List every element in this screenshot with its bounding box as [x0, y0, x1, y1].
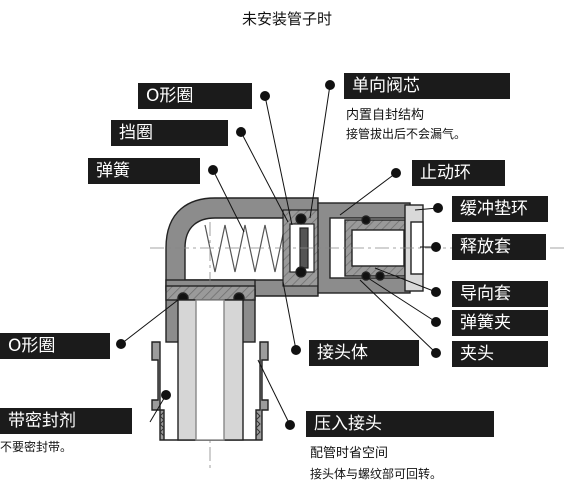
label-guide-sleeve: 导向套 [452, 281, 548, 307]
label-check-valve: 单向阀芯 [344, 73, 510, 99]
note-press-fit-1: 配管时省空间 [310, 446, 389, 461]
label-retaining-ring: 挡圈 [111, 120, 228, 146]
thread-teeth [159, 411, 261, 437]
note-check-valve-1: 内置自封结构 [346, 108, 425, 123]
leader-dots [116, 80, 443, 430]
label-clamp-head: 夹头 [452, 341, 548, 367]
label-press-fit: 压入接头 [306, 411, 494, 437]
note-press-fit-2: 接头体与螺纹部可回转。 [310, 467, 443, 481]
label-release-sleeve: 释放套 [452, 234, 546, 260]
leader-lines [120, 84, 439, 426]
threaded-stem [151, 285, 269, 441]
note-check-valve-2: 接管拔出后不会漏气。 [346, 127, 467, 141]
label-stop-ring: 止动环 [412, 160, 505, 186]
label-sealant: 带密封剂 [0, 408, 132, 434]
diagram-title: 未安装管子时 [241, 10, 332, 28]
spring-coils [204, 224, 286, 273]
label-spring-clip: 弹簧夹 [452, 310, 548, 336]
label-o-ring-left: O形圈 [0, 333, 110, 359]
note-sealant: 不要密封带。 [0, 440, 73, 454]
label-cushion-ring: 缓冲垫环 [452, 196, 548, 222]
label-fitting-body: 接头体 [309, 340, 419, 366]
label-o-ring-top: O形圈 [138, 83, 252, 109]
label-spring: 弹簧 [88, 158, 200, 184]
